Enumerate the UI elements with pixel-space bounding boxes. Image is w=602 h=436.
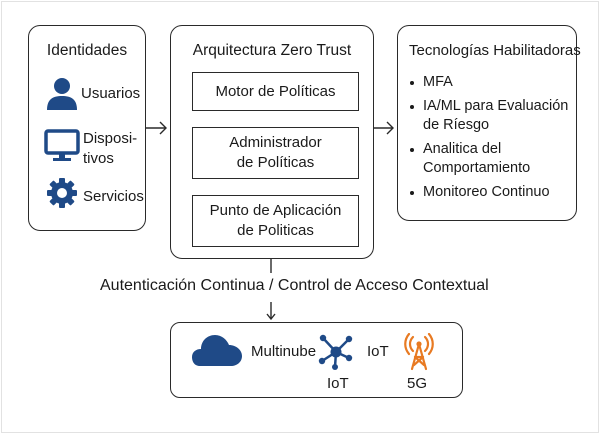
technology-item-behavior-analytics: Analitica del Comportamiento	[408, 140, 576, 179]
policy-engine-box: Motor de Políticas	[192, 72, 359, 111]
technology-item-mfa: MFA	[408, 73, 576, 93]
technology-item-continuous-monitoring: Monitoreo Continuo	[408, 183, 576, 203]
bullet-icon	[410, 190, 414, 195]
environment-label-multicloud: Multinube	[251, 343, 317, 360]
zero-trust-title: Arquitectura Zero Trust	[192, 42, 352, 59]
identity-label-devices: Disposi- tivos	[83, 130, 138, 167]
cloud-icon	[192, 335, 242, 366]
identity-label-services: Servicios	[83, 188, 144, 205]
user-icon	[47, 78, 77, 110]
technologies-title: Tecnologías Habilitadoras	[409, 42, 581, 59]
bullet-icon	[410, 81, 414, 85]
identities-panel: Identidades Usuarios Disposi- tivos Serv…	[28, 25, 146, 231]
technologies-list: MFA IA/ML para Evaluación de Ríesgo Anal…	[408, 73, 576, 206]
bullet-icon	[410, 147, 414, 152]
environments-panel: Multinube IoT IoT	[170, 322, 463, 398]
bullet-icon	[410, 104, 414, 109]
gear-icon	[47, 178, 77, 208]
policy-enforcement-point-box: Punto de Aplicación de Politicas	[192, 195, 359, 247]
identities-title: Identidades	[46, 42, 128, 59]
policy-engine-label: Motor de Políticas	[215, 82, 336, 100]
arrowhead	[266, 313, 276, 321]
identity-label-users: Usuarios	[81, 85, 141, 102]
iot-network-icon	[318, 334, 353, 370]
connector-label: Autenticación Continua / Control de Acce…	[100, 277, 489, 294]
environment-label-iot: IoT	[327, 375, 349, 392]
policy-administrator-label: Administrador de Políticas	[229, 134, 322, 171]
environment-label-5g: 5G	[407, 375, 428, 392]
technology-item-ai-ml: IA/ML para Evaluación de Ríesgo	[408, 97, 576, 136]
arrowhead	[386, 121, 394, 135]
zero-trust-panel: Arquitectura Zero Trust	[170, 25, 374, 259]
policy-administrator-box: Administrador de Políticas	[192, 127, 359, 179]
arrowhead	[159, 121, 167, 135]
monitor-icon	[44, 129, 80, 161]
5g-tower-icon	[404, 333, 434, 371]
environment-label-iot-side: IoT	[367, 343, 389, 360]
technologies-panel: Tecnologías Habilitadoras MFA IA/ML para…	[397, 25, 581, 221]
policy-enforcement-point-label: Punto de Aplicación de Politicas	[209, 202, 342, 239]
